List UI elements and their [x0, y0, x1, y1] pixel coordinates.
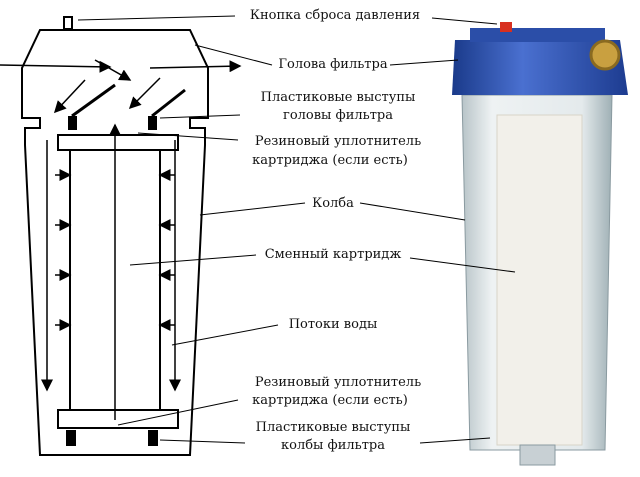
label-head-projections-1: Пластиковые выступы	[260, 90, 416, 105]
label-flask-projections-1: Пластиковые выступы	[255, 420, 411, 435]
label-top-seal-2: картриджа (если есть)	[252, 153, 408, 168]
label-filter-head: Голова фильтра	[278, 57, 388, 72]
label-flask-projections-2: колбы фильтра	[281, 438, 385, 453]
head-photo	[452, 40, 628, 95]
label-cartridge: Сменный картридж	[264, 247, 402, 262]
label-water-flows: Потоки воды	[288, 317, 378, 332]
projections	[66, 116, 158, 446]
filter-photo	[452, 22, 628, 466]
label-reset-button: Кнопка сброса давления	[249, 8, 421, 23]
label-flask: Колба	[312, 196, 354, 211]
reset-button-photo	[500, 22, 512, 32]
cartridge-photo	[496, 114, 583, 446]
label-head-projections-2: головы фильтра	[283, 108, 393, 123]
flask-outline	[21, 29, 209, 456]
leader-lines	[77, 15, 516, 444]
top-seal	[57, 134, 179, 151]
brass-fitting	[589, 39, 621, 71]
flow-arrows	[0, 59, 242, 420]
label-bottom-seal-1: Резиновый уплотнитель	[254, 375, 422, 390]
label-bottom-seal-2: картриджа (если есть)	[252, 393, 408, 408]
label-top-seal-1: Резиновый уплотнитель	[254, 134, 422, 149]
reset-button-schematic	[63, 16, 73, 30]
projection-ribs	[71, 83, 186, 118]
bottom-seal	[57, 409, 179, 429]
